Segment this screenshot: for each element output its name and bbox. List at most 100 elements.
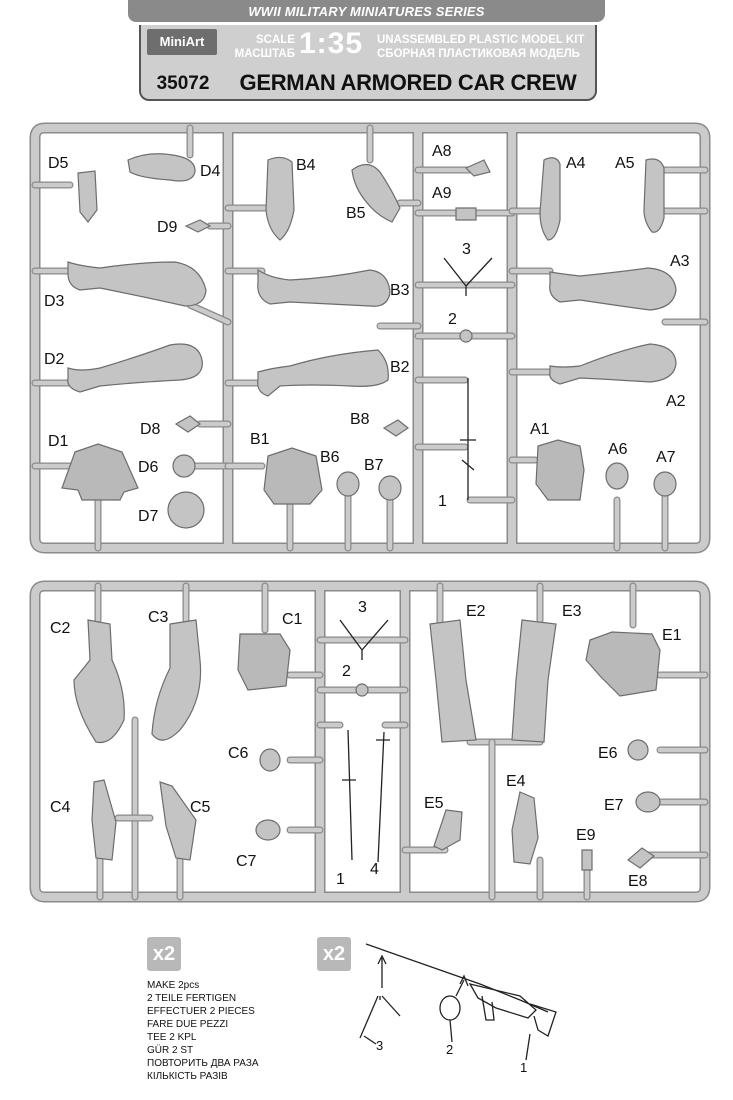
label-D3: D3 bbox=[44, 293, 65, 310]
make-2pcs-instructions: MAKE 2pcs 2 TEILE FERTIGEN EFFECTUER 2 P… bbox=[147, 979, 259, 1083]
part-D5-arm bbox=[77, 170, 98, 223]
drum-shape bbox=[439, 995, 461, 1021]
label-B5: B5 bbox=[346, 205, 366, 222]
sprue-1-parts bbox=[61, 153, 677, 529]
series-banner: WWII MILITARY MINIATURES SERIES bbox=[128, 0, 605, 22]
part-A1-torso bbox=[535, 439, 585, 501]
part-A6-head bbox=[605, 462, 629, 490]
sprue-1-frame bbox=[29, 122, 711, 554]
kit-type-ru: СБОРНАЯ ПЛАСТИКОВАЯ МОДЕЛЬ bbox=[377, 48, 580, 60]
label-B1: B1 bbox=[250, 431, 270, 448]
part-E7-helmet bbox=[635, 791, 661, 813]
mg-grip bbox=[481, 995, 495, 1021]
label-B2: B2 bbox=[390, 359, 410, 376]
part-B5-arm bbox=[351, 163, 401, 223]
make-line: EFFECTUER 2 PIECES bbox=[147, 1006, 255, 1017]
mg-stock bbox=[529, 1003, 557, 1037]
make-line: TEE 2 KPL bbox=[147, 1032, 197, 1043]
part-2-drum-b bbox=[355, 683, 369, 697]
part-E6-head bbox=[627, 739, 649, 761]
label-A6: A6 bbox=[608, 441, 628, 458]
part-B1-torso bbox=[263, 447, 323, 505]
kit-number: 35072 bbox=[156, 73, 210, 94]
label-C7: C7 bbox=[236, 853, 257, 870]
label-A4: A4 bbox=[566, 155, 586, 172]
label-part-1: 1 bbox=[438, 493, 447, 510]
label-A8: A8 bbox=[432, 143, 452, 160]
part-B8-hand bbox=[382, 419, 410, 437]
label-C5: C5 bbox=[190, 799, 211, 816]
label-D1: D1 bbox=[48, 433, 69, 450]
label-D6: D6 bbox=[138, 459, 159, 476]
label-E4: E4 bbox=[506, 773, 526, 790]
part-A4-arm bbox=[539, 157, 561, 241]
part-C3-legs bbox=[151, 619, 202, 741]
part-A3-leg bbox=[549, 267, 677, 311]
part-C7-helmet bbox=[255, 819, 281, 841]
part-C5-arm bbox=[159, 781, 197, 861]
sprue-2-frame bbox=[29, 580, 711, 903]
part-B7-head bbox=[378, 475, 402, 501]
drum-arrow bbox=[455, 974, 469, 997]
label-A3: A3 bbox=[670, 253, 690, 270]
label-D5: D5 bbox=[48, 155, 69, 172]
label-A7: A7 bbox=[656, 449, 676, 466]
leader-3 bbox=[363, 1035, 377, 1045]
make-line: 2 TEILE FERTIGEN bbox=[147, 993, 237, 1004]
make-line: ПОВТОРИТЬ ДВА РАЗА bbox=[147, 1058, 259, 1069]
leader-2 bbox=[449, 1019, 453, 1043]
label-A1: A1 bbox=[530, 421, 550, 438]
label-D2: D2 bbox=[44, 351, 65, 368]
make-line: GÜR 2 ST bbox=[147, 1045, 194, 1056]
scale-label-ru: МАСШТАБ bbox=[234, 48, 295, 60]
part-E8-hand bbox=[627, 847, 655, 869]
label-E6: E6 bbox=[598, 745, 618, 762]
label-D7: D7 bbox=[138, 508, 159, 525]
label-A5: A5 bbox=[615, 155, 635, 172]
part-D4-arm bbox=[127, 153, 196, 182]
make-line: FARE DUE PEZZI bbox=[147, 1019, 229, 1030]
label-E1: E1 bbox=[662, 627, 682, 644]
label-A9: A9 bbox=[432, 185, 452, 202]
part-A5-arm bbox=[643, 158, 665, 233]
part-D1-torso bbox=[61, 443, 139, 501]
label-E5: E5 bbox=[424, 795, 444, 812]
part-C1-torso bbox=[237, 633, 291, 691]
make-2-badge-right: x2 bbox=[317, 937, 351, 971]
part-B3-leg bbox=[257, 268, 391, 307]
mg-assembly-diagram: 3 2 1 bbox=[359, 943, 557, 1075]
part-A7-head bbox=[653, 471, 677, 497]
scale-value: 1:35 bbox=[299, 27, 364, 60]
part-D7-helmet bbox=[167, 491, 205, 529]
part-A8 bbox=[464, 159, 491, 177]
label-E2: E2 bbox=[466, 603, 486, 620]
part-3-bipod bbox=[443, 257, 493, 296]
part-D2-leg bbox=[67, 343, 203, 393]
assembly-label-2: 2 bbox=[446, 1042, 453, 1057]
kit-type-en: UNASSEMBLED PLASTIC MODEL KIT bbox=[377, 34, 585, 46]
part-E1-torso bbox=[585, 631, 661, 697]
part-C6-head bbox=[259, 748, 281, 772]
part-B4-arm bbox=[265, 156, 295, 241]
label-C3: C3 bbox=[148, 609, 169, 626]
label-D9: D9 bbox=[157, 219, 178, 236]
label-part-3b: 3 bbox=[358, 599, 367, 616]
sprue-2-labels: C2 C3 C1 C6 C4 C5 C7 3 2 1 4 E2 E3 E1 E6… bbox=[50, 599, 682, 890]
label-C4: C4 bbox=[50, 799, 71, 816]
part-A2-leg bbox=[549, 343, 677, 385]
label-E8: E8 bbox=[628, 873, 648, 890]
bipod-shape bbox=[359, 995, 401, 1039]
kit-type: UNASSEMBLED PLASTIC MODEL KIT СБОРНАЯ ПЛ… bbox=[377, 33, 584, 61]
header-box: MiniArt 35072 SCALE МАСШТАБ 1:35 UNASSEM… bbox=[139, 25, 597, 101]
make-2-badge-left: x2 bbox=[147, 937, 181, 971]
part-B6-head bbox=[336, 471, 360, 497]
leader-1 bbox=[525, 1033, 531, 1061]
part-D3-leg bbox=[67, 261, 207, 307]
part-B2-leg bbox=[257, 349, 389, 397]
part-C2-legs bbox=[73, 619, 125, 744]
part-2-drum bbox=[459, 329, 473, 343]
label-E3: E3 bbox=[562, 603, 582, 620]
part-D8-hand bbox=[174, 415, 202, 433]
sprue-2-parts bbox=[73, 619, 661, 871]
